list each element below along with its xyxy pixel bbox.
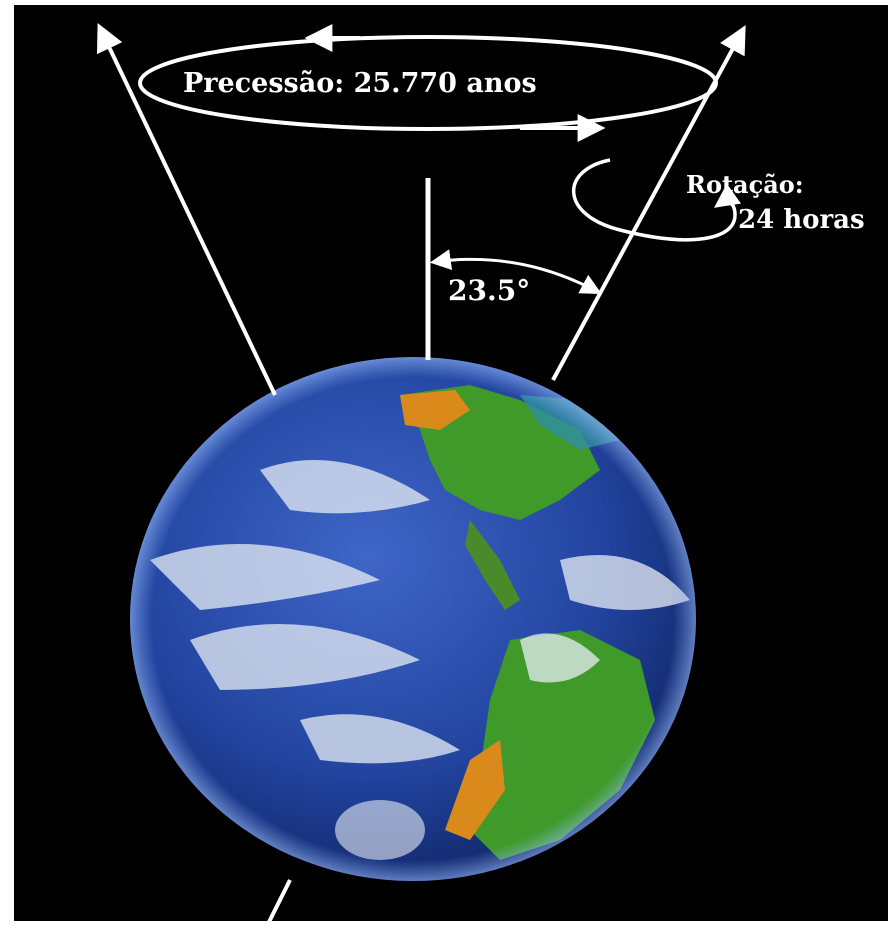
tilt-angle-arc [429,249,602,294]
precession-label: Precessão: 25.770 anos [183,68,537,99]
rotation-label-title: Rotação: [686,170,804,199]
tilted-axis-south-end [263,879,292,931]
rotation-label-duration: 24 horas [738,205,865,235]
tilted-rotation-axis [551,25,746,381]
cone-left-axis [97,22,277,396]
earth-globe [130,357,696,881]
tilt-angle-label: 23.5° [448,274,530,307]
rotation-loop-arrow [571,158,742,242]
precession-orbit [138,35,718,131]
